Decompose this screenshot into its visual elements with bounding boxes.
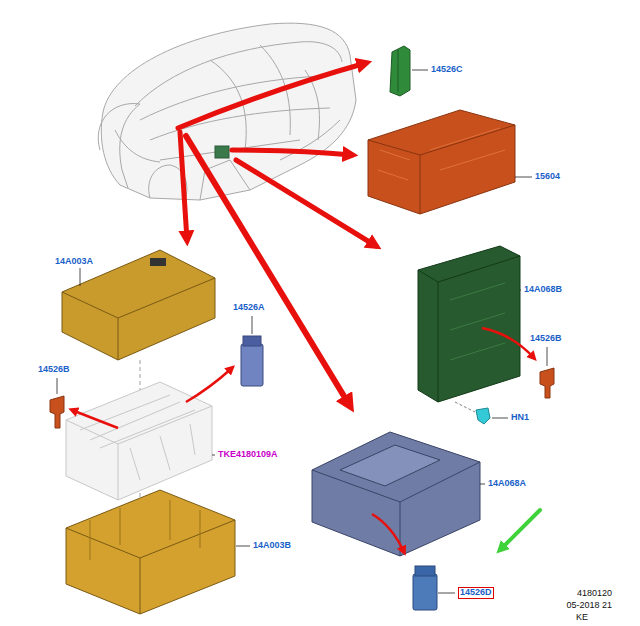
location-arrow xyxy=(186,368,232,402)
leader-line xyxy=(520,290,521,291)
highlight-arrow xyxy=(500,510,540,550)
part-number: 14A003A xyxy=(55,257,93,267)
part-number: 14A003B xyxy=(253,541,291,551)
drawing-number: 4180120 xyxy=(577,589,612,599)
module-part xyxy=(368,110,515,214)
part-number: HN1 xyxy=(511,413,529,423)
relay-part xyxy=(390,46,410,96)
location-arrow xyxy=(482,328,534,358)
maxi-fuse xyxy=(241,336,263,386)
leader-line xyxy=(515,177,532,178)
part-number: 14A068B xyxy=(524,285,562,295)
vehicle-wireframe xyxy=(98,23,356,200)
location-arrows xyxy=(178,63,376,406)
part-number: 14526C xyxy=(431,65,463,75)
part-number: 14526B xyxy=(530,334,562,344)
leader-line xyxy=(412,70,428,71)
maxi-fuse xyxy=(413,566,437,610)
location-arrow xyxy=(372,514,404,552)
leader-line xyxy=(212,455,215,456)
part-number: 14526A xyxy=(233,303,265,313)
leader-line xyxy=(236,546,250,547)
assembly-line xyxy=(455,402,475,412)
kit-number: TKE4180109A xyxy=(218,450,278,460)
connector-clip xyxy=(476,408,490,424)
leader-line xyxy=(438,593,455,594)
location-arrow xyxy=(72,410,118,428)
mini-fuse xyxy=(50,396,64,428)
leader-line xyxy=(492,418,508,419)
junction-box xyxy=(312,432,480,556)
fuse-box-tray xyxy=(66,490,235,614)
leader-line xyxy=(547,347,548,366)
region-code: KE xyxy=(576,613,588,623)
body-control-module xyxy=(418,246,520,402)
drawing-date: 05-2018 21 xyxy=(566,601,612,611)
leader-line xyxy=(252,316,253,334)
leader-line xyxy=(57,378,58,394)
part-number: 14526D xyxy=(460,588,492,598)
highlight-box: 14526D xyxy=(458,587,494,599)
part-number: 14526B xyxy=(38,365,70,375)
leader-line xyxy=(80,268,81,286)
part-number: 15604 xyxy=(535,172,560,182)
leader-line xyxy=(480,484,485,485)
fuse-box-lid xyxy=(62,250,215,360)
part-number: 14A068A xyxy=(488,479,526,489)
mini-fuse xyxy=(540,368,554,398)
